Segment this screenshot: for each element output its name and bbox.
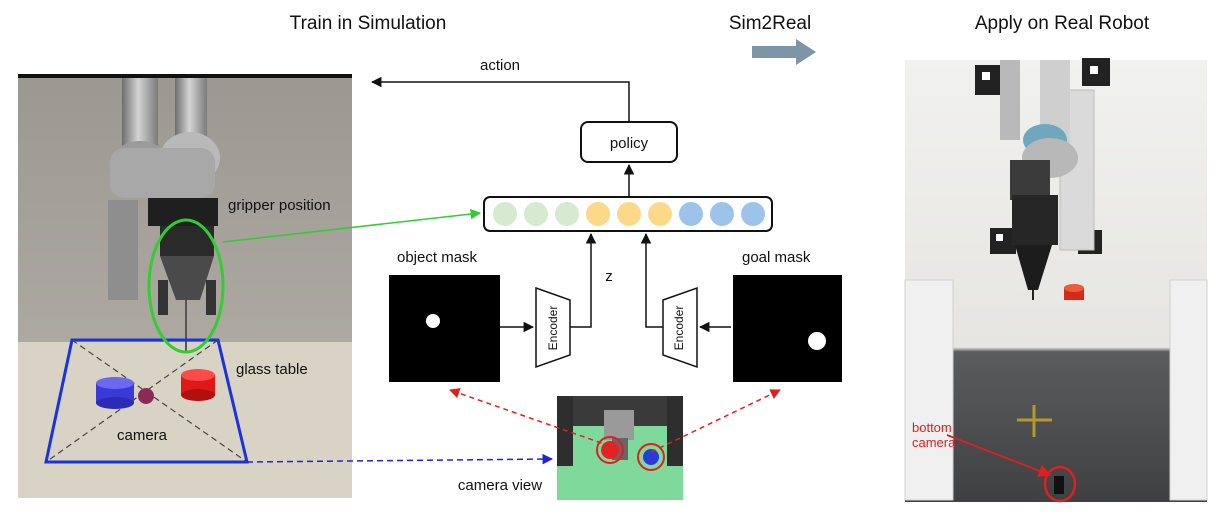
object-mask-image bbox=[389, 275, 500, 382]
latent-vector bbox=[493, 202, 765, 226]
gripper-highlight bbox=[147, 218, 225, 354]
latent-circle-blue bbox=[741, 202, 765, 226]
latent-circle-yellow bbox=[586, 202, 610, 226]
camera-object bbox=[138, 388, 154, 404]
label-gripper-position: gripper position bbox=[228, 197, 331, 214]
policy-box bbox=[580, 121, 678, 163]
blue-cylinder bbox=[96, 377, 134, 409]
bottom-camera-highlight bbox=[1043, 465, 1077, 503]
real-robot-photo bbox=[904, 58, 1208, 503]
latent-circle-yellow bbox=[617, 202, 641, 226]
label-bottom-camera-line2: camera bbox=[912, 435, 956, 450]
label-action: action bbox=[480, 57, 520, 74]
heading-train-in-simulation: Train in Simulation bbox=[290, 13, 447, 34]
simulation-render bbox=[18, 74, 352, 498]
red-cylinder bbox=[181, 369, 215, 401]
label-glass-table: glass table bbox=[236, 361, 308, 378]
heading-sim2real: Sim2Real bbox=[729, 13, 811, 34]
latent-circle-yellow bbox=[648, 202, 672, 226]
object-mask-blob bbox=[426, 314, 440, 328]
object-mask-dashed-arrow bbox=[449, 388, 611, 447]
latent-circle-blue bbox=[710, 202, 734, 226]
goal-mask-dashed-arrow bbox=[650, 389, 781, 453]
sim2real-arrow bbox=[752, 39, 816, 65]
label-bottom-camera-line1: bottom bbox=[912, 420, 952, 435]
latent-circle-green bbox=[555, 202, 579, 226]
label-policy: policy bbox=[610, 135, 649, 152]
camera-dashed-arrow bbox=[246, 453, 554, 465]
goal-mask-blob bbox=[808, 332, 826, 350]
goal-mask-image bbox=[733, 275, 842, 382]
label-encoder-left: Encoder bbox=[546, 306, 560, 351]
label-z: z bbox=[605, 268, 613, 285]
label-object-mask: object mask bbox=[397, 249, 478, 266]
label-goal-mask: goal mask bbox=[742, 249, 811, 266]
encoder-right-block bbox=[662, 286, 698, 369]
encoder-left-block bbox=[535, 286, 571, 369]
label-encoder-right: Encoder bbox=[672, 306, 686, 351]
action-arrow bbox=[370, 76, 630, 122]
latent-circle-green bbox=[524, 202, 548, 226]
camera-view-image bbox=[557, 396, 683, 500]
latent-circle-green bbox=[493, 202, 517, 226]
label-camera-view: camera view bbox=[458, 477, 542, 494]
latent-circle-blue bbox=[679, 202, 703, 226]
heading-apply-on-real-robot: Apply on Real Robot bbox=[975, 13, 1150, 34]
gripper-position-arrow bbox=[222, 208, 482, 243]
label-camera: camera bbox=[117, 427, 168, 444]
